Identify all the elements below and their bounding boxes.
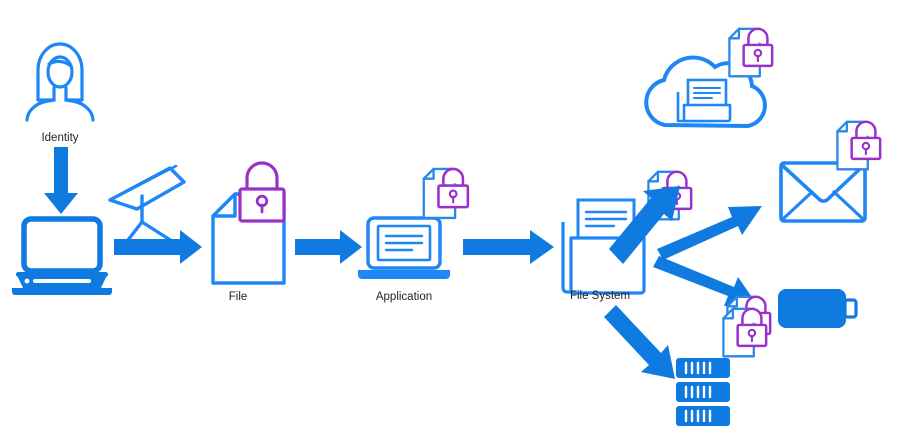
arrow-file-to-application — [295, 230, 362, 264]
person-icon — [25, 42, 95, 122]
arrow-identity-to-laptop — [44, 147, 78, 214]
surveillance-camera[interactable] — [108, 164, 186, 245]
file-system-label: File System — [570, 290, 630, 302]
document-lock-icon — [211, 161, 286, 285]
identity-label: Identity — [41, 132, 78, 144]
envelope-icon — [779, 161, 867, 223]
arrow-application-to-filesystem — [463, 230, 554, 264]
arrow-filesystem-to-usb — [653, 256, 758, 306]
identity-person[interactable]: Identity — [25, 42, 95, 144]
lock-badge-application — [422, 167, 470, 220]
removable-drive[interactable] — [778, 289, 858, 328]
laptop-icon — [12, 216, 112, 295]
protected-file[interactable]: File — [211, 161, 286, 303]
server-rack-icon — [676, 358, 730, 426]
arrow-laptop-to-file — [114, 230, 202, 264]
security-camera-icon — [108, 164, 186, 245]
lock-badge-server — [722, 307, 768, 358]
usb-drive-icon — [778, 289, 858, 328]
endpoint-laptop[interactable] — [12, 216, 112, 295]
laptop-screen-icon — [358, 216, 450, 279]
file-label: File — [229, 291, 248, 303]
arrow-filesystem-to-cloud — [609, 186, 680, 264]
application-laptop[interactable]: Application — [358, 167, 470, 303]
email-destination[interactable] — [779, 161, 867, 223]
lock-badge-email — [836, 120, 882, 171]
server-stack[interactable] — [676, 358, 730, 426]
lock-badge-cloud — [728, 27, 774, 78]
application-label: Application — [376, 291, 432, 303]
arrow-filesystem-to-email — [657, 206, 762, 260]
arrow-filesystem-to-server — [604, 305, 675, 379]
